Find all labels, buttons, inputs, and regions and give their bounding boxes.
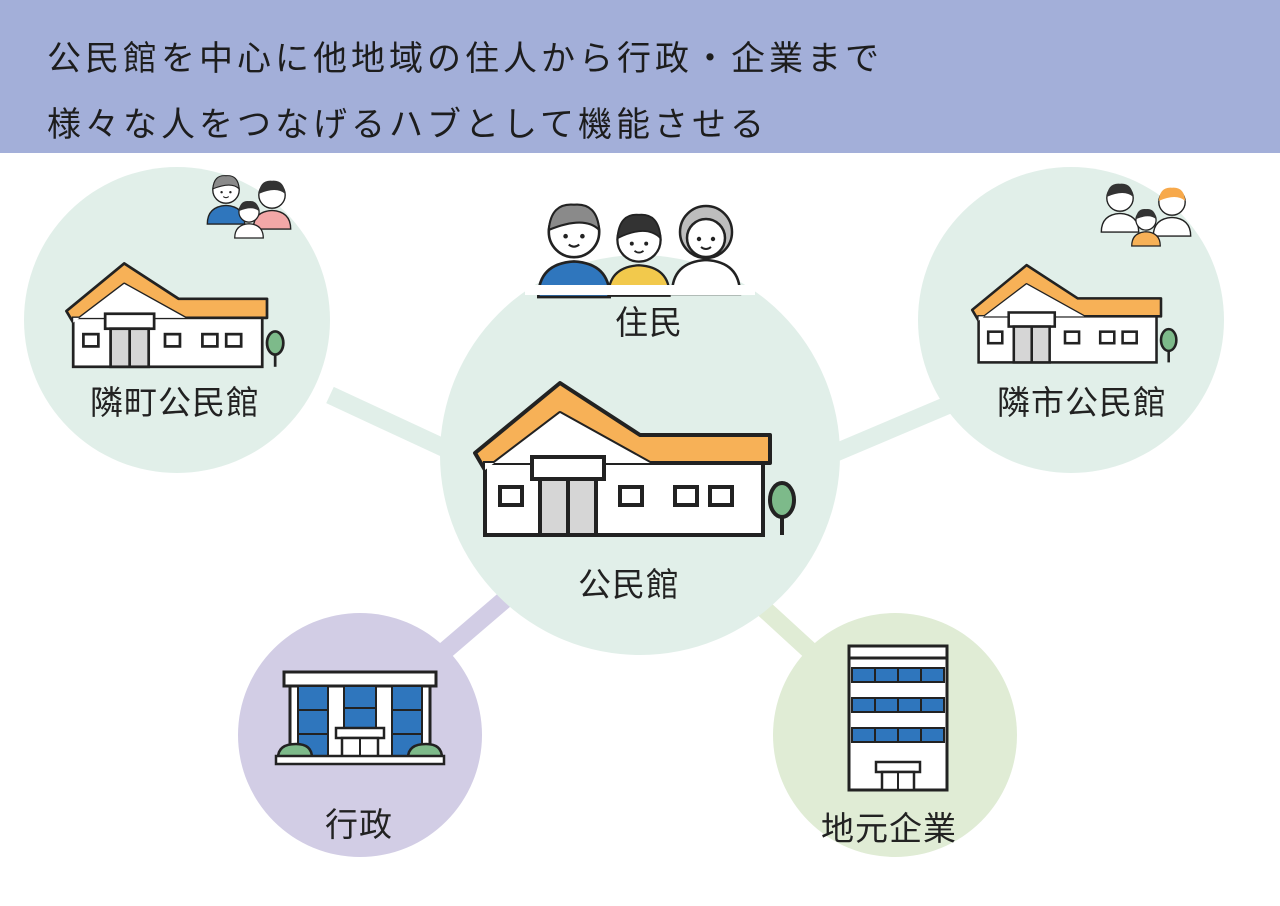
government-building-icon (274, 670, 446, 766)
government-label: 行政 (325, 805, 393, 844)
neighbor-city-family-icon (1090, 183, 1200, 255)
header-line-1: 公民館を中心に他地域の住人から行政・企業まで (47, 39, 883, 79)
connector-government (434, 588, 516, 662)
connector-neighbor-city (826, 391, 964, 464)
center-hall-label: 公民館 (578, 565, 680, 604)
header-line-2: 様々な人をつなげるハブとして機能させる (47, 105, 768, 145)
neighbor-town-label: 隣町公民館 (90, 383, 260, 422)
residents-label: 住民 (615, 303, 683, 342)
neighbor-town-family-icon (195, 174, 295, 248)
neighbor-city-label: 隣市公民館 (997, 383, 1167, 422)
header-banner: 公民館を中心に他地域の住人から行政・企業まで 様々な人をつなげるハブとして機能さ… (0, 0, 1280, 153)
company-building-icon (847, 644, 949, 792)
company-label: 地元企業 (821, 809, 957, 848)
residents-group-icon (525, 203, 755, 299)
